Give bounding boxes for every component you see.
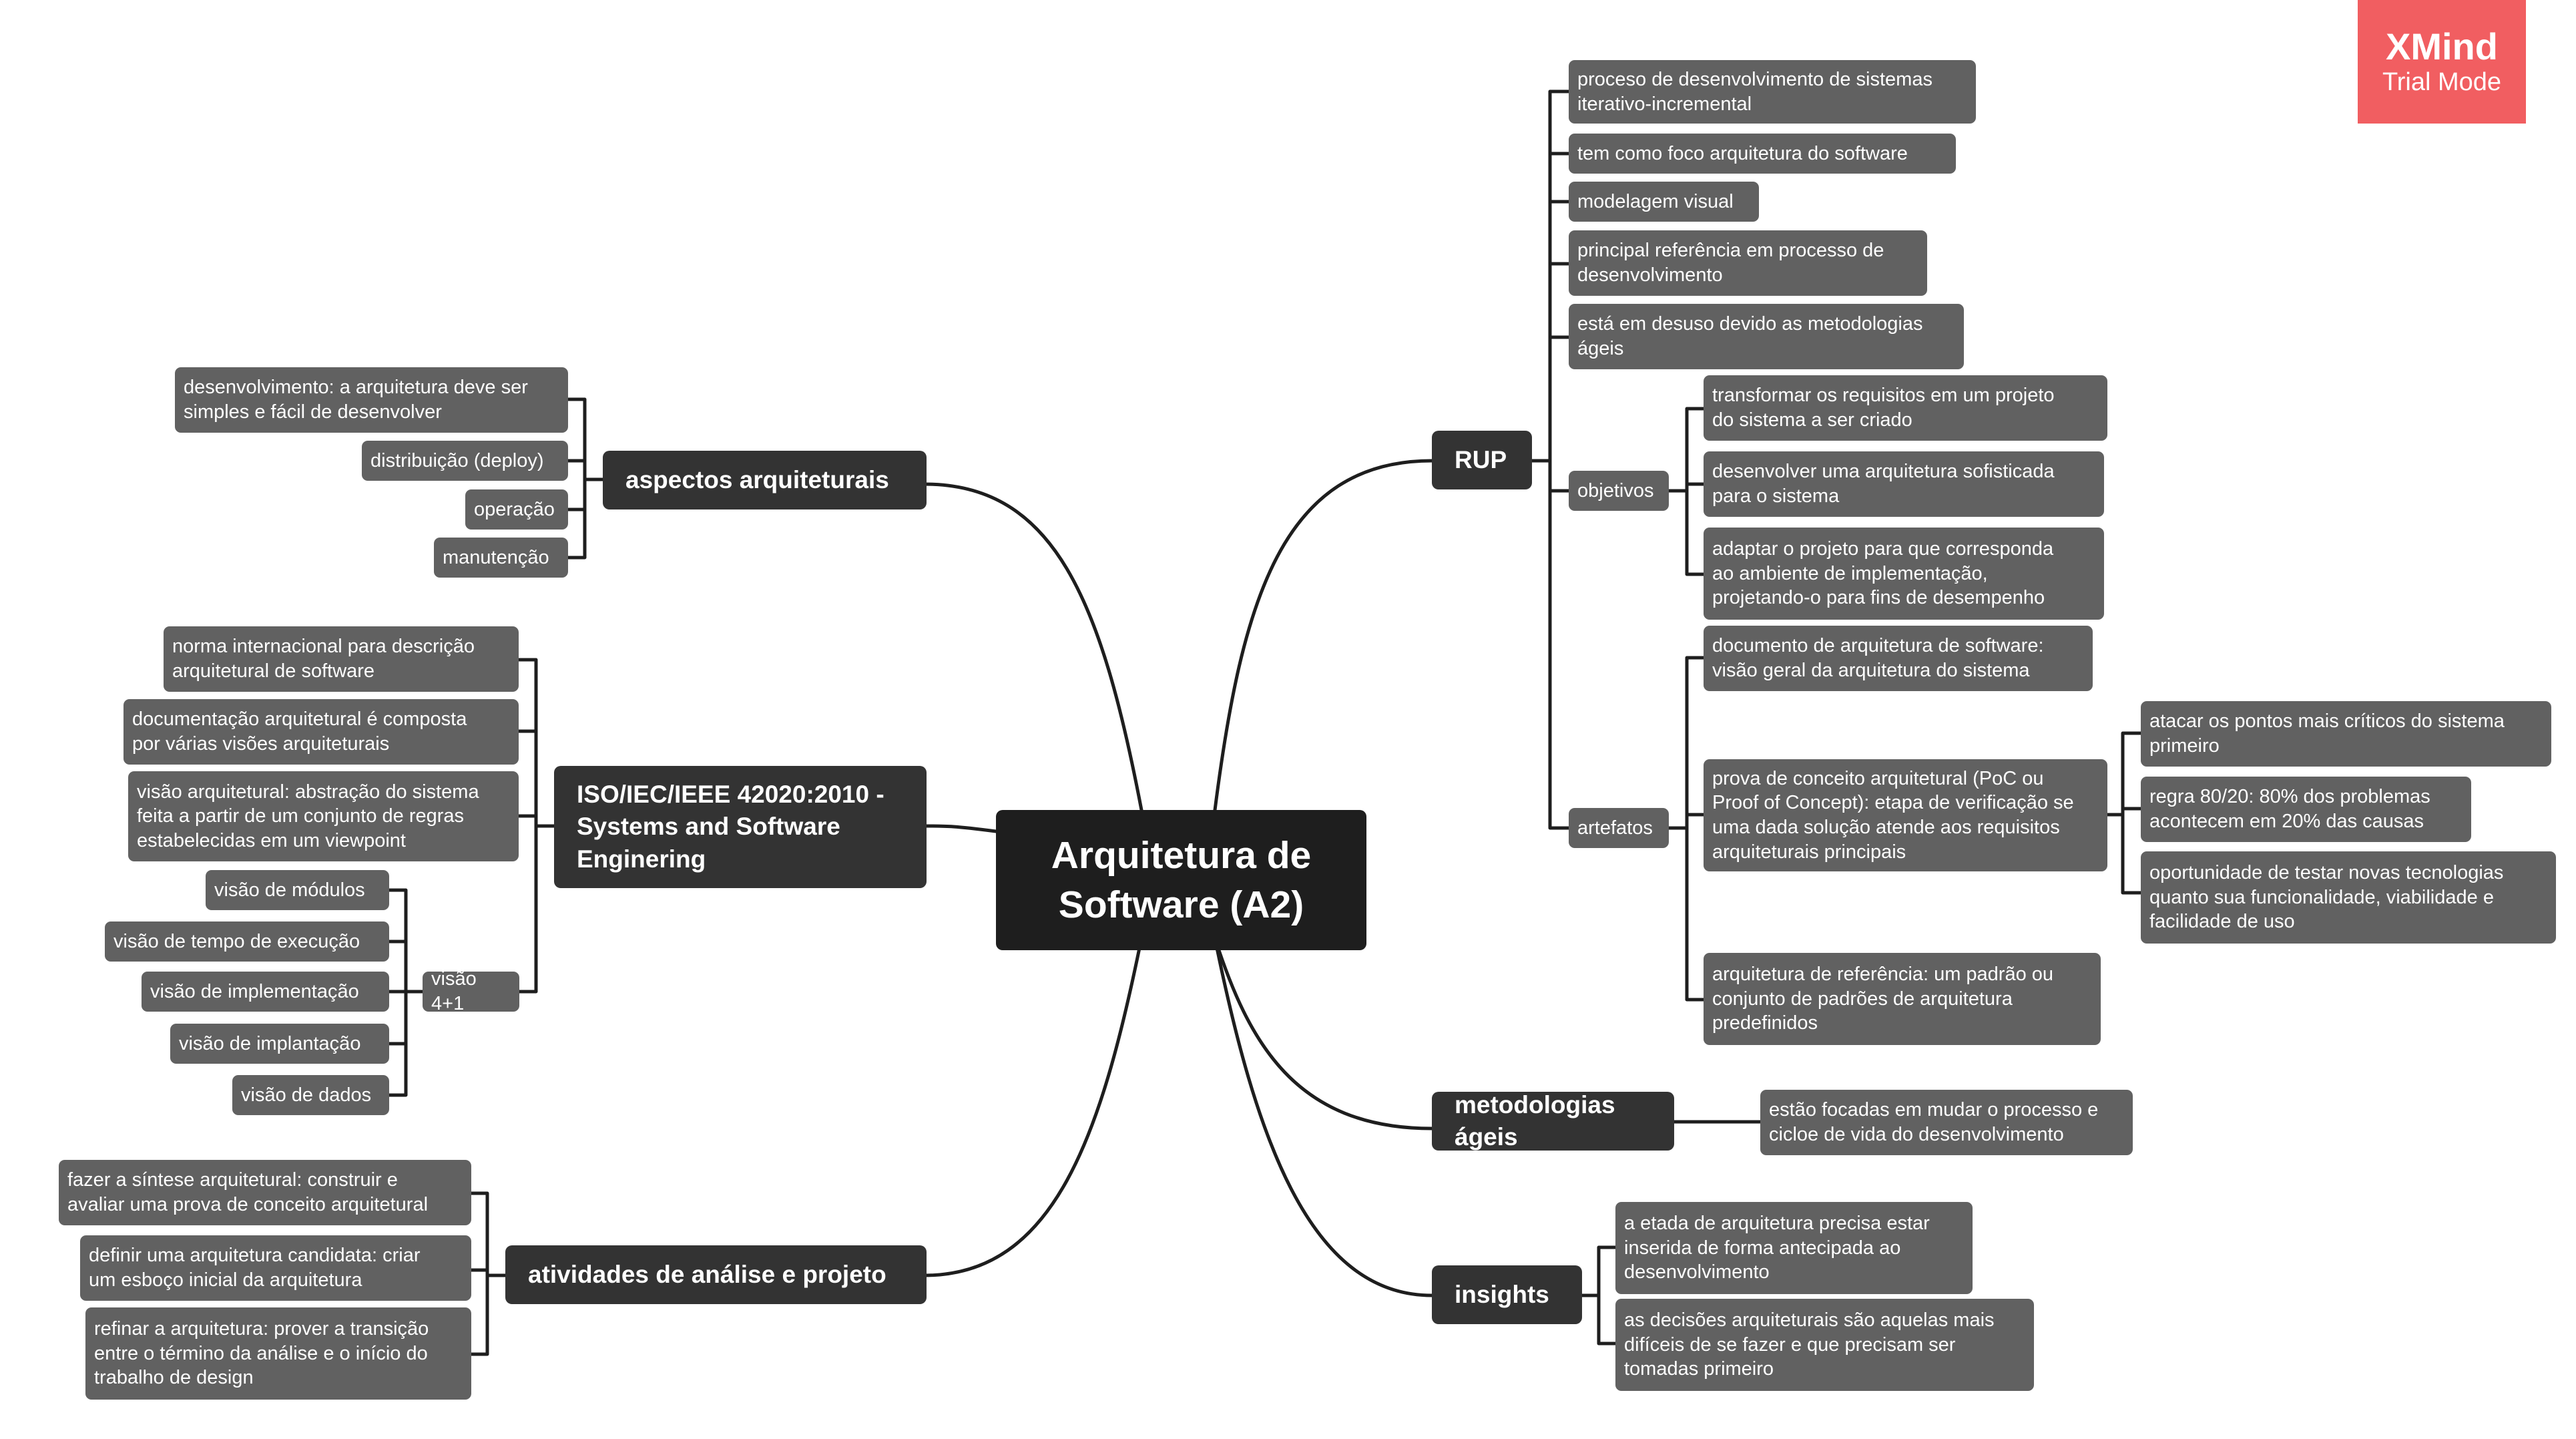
rup-item[interactable]: está em desuso devido as metodologias ág…	[1569, 304, 1964, 369]
topic-aspectos-arquiteturais[interactable]: aspectos arquiteturais	[603, 451, 927, 509]
aspectos-item[interactable]: desenvolvimento: a arquitetura deve ser …	[175, 367, 568, 433]
bracket-atividades	[469, 1191, 507, 1356]
bracket-visao	[387, 888, 425, 1097]
visao-item[interactable]: visão de implantação	[170, 1024, 389, 1064]
artefatos-doc[interactable]: documento de arquitetura de software: vi…	[1704, 626, 2093, 691]
bracket-objetivos	[1667, 407, 1706, 576]
insights-item[interactable]: as decisões arquiteturais são aquelas ma…	[1615, 1299, 2034, 1391]
poc-item[interactable]: regra 80/20: 80% dos problemas acontecem…	[2141, 777, 2471, 842]
rup-item[interactable]: modelagem visual	[1569, 182, 1759, 222]
visao-item[interactable]: visão de módulos	[206, 870, 389, 910]
visao-item[interactable]: visão de tempo de execução	[105, 921, 389, 962]
rup-item[interactable]: proceso de desenvolvimento de sistemas i…	[1569, 60, 1976, 124]
atividades-item[interactable]: fazer a síntese arquitetural: construir …	[59, 1160, 471, 1225]
visao-4-1-node[interactable]: visão 4+1	[423, 968, 519, 1014]
objetivos-item[interactable]: desenvolver uma arquitetura sofisticada …	[1704, 451, 2104, 517]
topic-iso-42020[interactable]: ISO/IEC/IEEE 42020:2010 - Systems and So…	[554, 766, 927, 888]
bracket-rup	[1530, 89, 1571, 830]
link-aspectos	[923, 482, 1143, 812]
visao-item[interactable]: visão de dados	[232, 1075, 389, 1115]
link-insights	[1213, 936, 1434, 1297]
badge-title: XMind	[2386, 25, 2498, 67]
link-metodologias	[1213, 936, 1434, 1130]
objetivos-item[interactable]: transformar os requisitos em um projeto …	[1704, 375, 2107, 441]
objetivos-node[interactable]: objetivos	[1569, 471, 1669, 511]
iso-item[interactable]: visão arquitetural: abstração do sistema…	[128, 771, 519, 861]
central-topic[interactable]: Arquitetura de Software (A2)	[996, 810, 1366, 950]
topic-insights[interactable]: insights	[1432, 1265, 1582, 1324]
topic-rup[interactable]: RUP	[1432, 431, 1532, 489]
rup-item[interactable]: principal referência em processo de dese…	[1569, 230, 1927, 296]
topic-metodologias-ageis[interactable]: metodologias ágeis	[1432, 1091, 1674, 1151]
rup-item[interactable]: tem como foco arquitetura do software	[1569, 134, 1956, 174]
iso-item[interactable]: documentação arquitetural é composta por…	[123, 699, 519, 765]
visao-item[interactable]: visão de implementação	[142, 972, 389, 1012]
objetivos-item[interactable]: adaptar o projeto para que corresponda a…	[1704, 528, 2104, 620]
atividades-item[interactable]: refinar a arquitetura: prover a transiçã…	[85, 1307, 471, 1400]
insights-item[interactable]: a etada de arquitetura precisa estar ins…	[1615, 1202, 1973, 1294]
poc-item[interactable]: oportunidade de testar novas tecnologias…	[2141, 851, 2556, 944]
artefatos-ref[interactable]: arquitetura de referência: um padrão ou …	[1704, 953, 2101, 1045]
artefatos-poc[interactable]: prova de conceito arquitetural (PoC ou P…	[1704, 759, 2107, 871]
link-rup	[1213, 459, 1434, 812]
link-atividades	[923, 936, 1143, 1277]
bracket-insights	[1580, 1245, 1617, 1346]
badge-subtitle: Trial Mode	[2382, 67, 2502, 96]
xmind-trial-badge[interactable]: XMind Trial Mode	[2358, 0, 2526, 124]
aspectos-item[interactable]: distribuição (deploy)	[362, 441, 568, 481]
iso-item[interactable]: norma internacional para descrição arqui…	[164, 626, 519, 692]
artefatos-node[interactable]: artefatos	[1569, 808, 1669, 848]
bracket-aspectos	[566, 397, 605, 560]
atividades-item[interactable]: definir uma arquitetura candidata: criar…	[80, 1235, 471, 1301]
aspectos-item[interactable]: manutenção	[434, 538, 568, 578]
aspectos-item[interactable]: operação	[465, 489, 568, 530]
bracket-iso	[517, 658, 556, 994]
link-iso	[923, 824, 998, 833]
metodologias-item[interactable]: estão focadas em mudar o processo e cicl…	[1760, 1090, 2133, 1155]
poc-item[interactable]: atacar os pontos mais críticos do sistem…	[2141, 701, 2551, 767]
topic-atividades[interactable]: atividades de análise e projeto	[505, 1245, 927, 1304]
bracket-artefatos	[1667, 656, 1706, 1002]
bracket-poc	[2105, 731, 2143, 895]
